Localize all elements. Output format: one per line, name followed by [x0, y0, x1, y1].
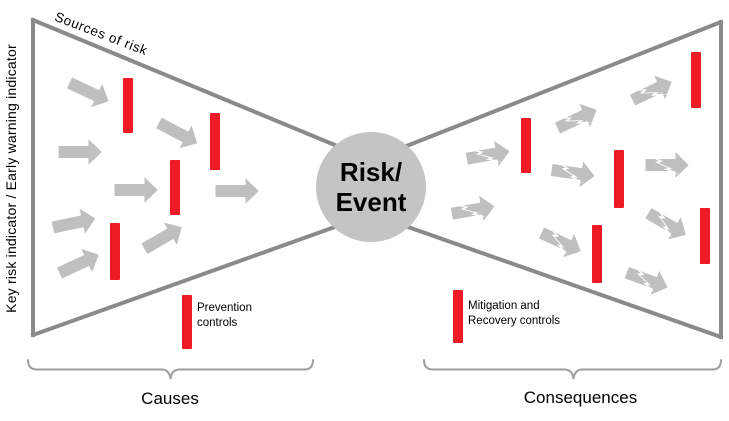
consequences-label: Consequences [523, 388, 638, 407]
mitigation-controls-line2: Recovery controls [468, 315, 561, 327]
consequence-lightning-arrow-icon [644, 205, 687, 241]
cause-arrow-icon [55, 247, 100, 280]
prevention-controls-label: Prevention controls [197, 301, 252, 331]
barrier-bar [691, 52, 701, 108]
barrier-bar [614, 150, 624, 208]
risk-event-line1: Risk/ [339, 157, 403, 187]
consequence-lightning-arrow-icon [537, 224, 582, 259]
consequence-lightning-arrow-icon [449, 194, 496, 223]
consequence-lightning-arrow-icon [623, 263, 669, 297]
risk-event-line2: Event [335, 187, 407, 217]
prevention-controls-line2: controls [197, 317, 238, 329]
barrier-bar [592, 225, 602, 283]
cause-arrow-icon [155, 116, 199, 150]
cause-arrow-icon [113, 175, 159, 205]
barrier-bar [110, 223, 120, 280]
consequence-lightning-arrow-icon [644, 150, 690, 180]
consequence-lightning-arrow-icon [553, 102, 598, 135]
consequences-brace [423, 359, 722, 380]
risk-event-node [316, 132, 426, 242]
barrier-bar [700, 208, 710, 264]
prevention-controls-bar [182, 295, 192, 349]
mitigation-controls-label: Mitigation and Recovery controls [468, 299, 560, 329]
consequence-lightning-arrow-icon [549, 159, 596, 189]
barrier-bar [210, 113, 220, 170]
prevention-controls-line1: Prevention [197, 302, 252, 314]
left-funnel-outline [30, 17, 374, 338]
barrier-bar [521, 118, 531, 173]
causes-label: Causes [141, 389, 199, 408]
cause-arrow-icon [214, 176, 260, 206]
cause-arrow-icon [140, 221, 183, 256]
mitigation-controls-bar [453, 290, 463, 343]
right-funnel-outline [368, 19, 724, 340]
cause-arrow-icon [65, 76, 110, 109]
barrier-bar [170, 160, 180, 215]
mitigation-controls-line1: Mitigation and [468, 300, 540, 312]
consequence-lightning-arrow-icon [464, 139, 511, 168]
cause-arrow-icon [57, 137, 103, 167]
causes-brace [27, 359, 314, 380]
consequence-lightning-arrow-icon [628, 74, 673, 107]
barrier-bar [123, 78, 133, 133]
risk-event-label: Risk/ Event [316, 157, 426, 217]
cause-arrow-icon [50, 207, 97, 236]
key-risk-indicator-axis-label: Key risk indicator / Early warning indic… [3, 44, 19, 313]
